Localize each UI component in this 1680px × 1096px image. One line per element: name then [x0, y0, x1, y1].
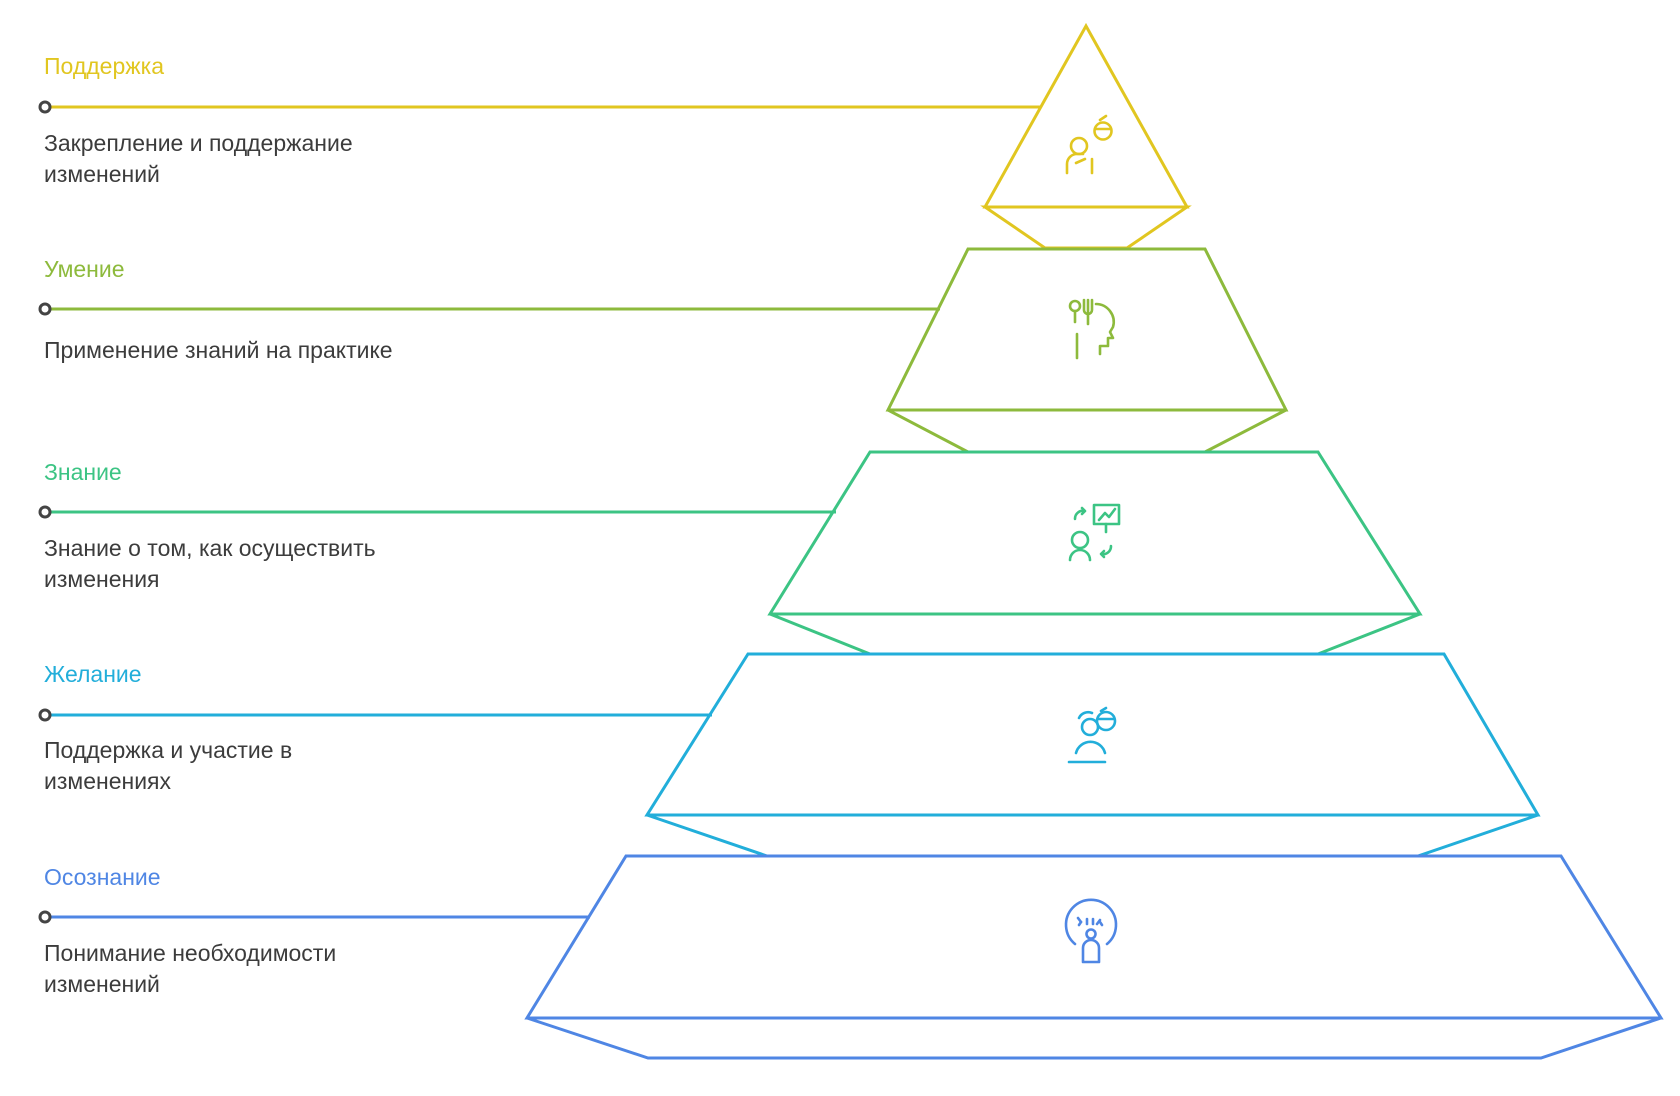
- description-line: изменений: [44, 971, 160, 997]
- connector-dot: [38, 708, 52, 722]
- description-line: изменений: [44, 161, 160, 187]
- level-description: Закрепление и поддержание изменений: [44, 130, 359, 187]
- description-line: Применение знаний на практике: [44, 337, 393, 363]
- level-zhelanie: Желание Поддержка и участие в изменениях: [38, 652, 1541, 858]
- description-line: изменениях: [44, 768, 171, 794]
- level-osoznanie: Осознание Понимание необходимости измене…: [38, 854, 1664, 1060]
- level-description: Знание о том, как осуществить изменения: [44, 535, 382, 592]
- connector-dot: [38, 100, 52, 114]
- level-umenie: Умение Применение знаний на практике: [38, 247, 1289, 454]
- level-title: Осознание: [44, 864, 161, 890]
- level-title: Знание: [44, 459, 122, 485]
- level-znanie: Знание Знание о том, как осуществить изм…: [38, 450, 1423, 656]
- engaged-person-icon: [1067, 706, 1117, 764]
- level-description: Применение знаний на практике: [44, 337, 393, 363]
- description-line: изменения: [44, 566, 160, 592]
- apply-skill-icon: [1068, 298, 1115, 360]
- training-presentation-icon: [1068, 503, 1121, 562]
- description-line: Знание о том, как осуществить: [44, 535, 376, 561]
- level-title: Умение: [44, 256, 125, 282]
- pyramid-segment-bevel: [980, 205, 1192, 250]
- level-description: Поддержка и участие в изменениях: [44, 737, 299, 794]
- pyramid-segment-bevel: [887, 408, 1287, 454]
- pyramid-segment: [767, 450, 1423, 616]
- level-podderzhka: Поддержка Закрепление и поддержание изме…: [38, 22, 1192, 250]
- pyramid-segment-bevel: [769, 612, 1421, 656]
- maintain-change-icon: [1065, 114, 1113, 175]
- pyramid-segment-bevel: [526, 1016, 1662, 1060]
- pyramid-segment: [982, 22, 1190, 209]
- pyramid-segment-bevel: [646, 813, 1539, 858]
- awareness-idea-icon: [1064, 898, 1118, 964]
- pyramid-segment: [885, 247, 1289, 412]
- connector-dot: [38, 505, 52, 519]
- description-line: Понимание необходимости: [44, 940, 336, 966]
- connector-dot: [38, 910, 52, 924]
- description-line: Поддержка и участие в: [44, 737, 292, 763]
- level-title: Желание: [44, 661, 142, 687]
- description-line: Закрепление и поддержание: [44, 130, 353, 156]
- level-title: Поддержка: [44, 53, 164, 79]
- connector-dot: [38, 302, 52, 316]
- level-description: Понимание необходимости изменений: [44, 940, 343, 997]
